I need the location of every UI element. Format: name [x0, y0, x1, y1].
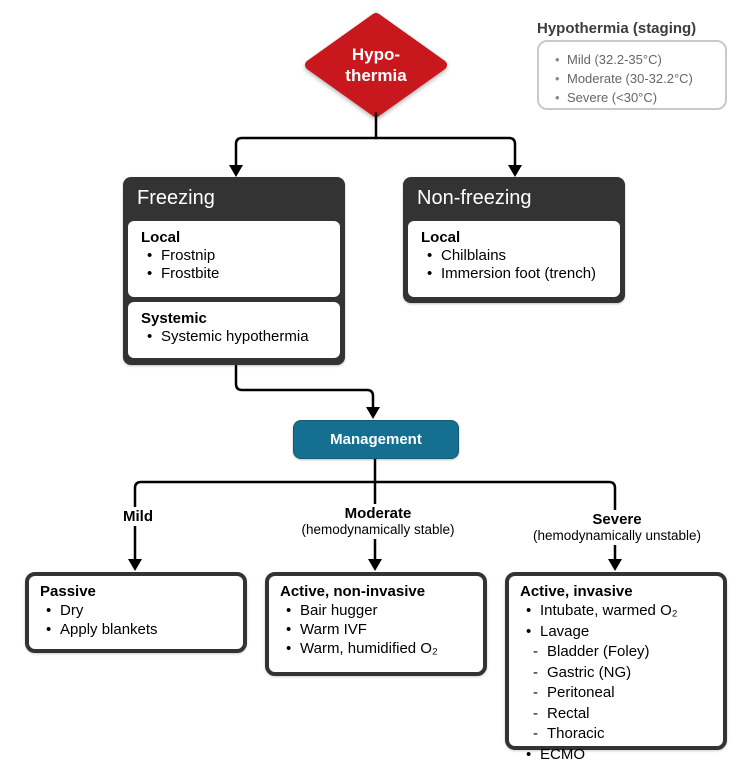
freezing-systemic-section: Systemic Systemic hypothermia — [128, 302, 340, 358]
list-item: Dry — [40, 601, 235, 620]
section-list: Dry Apply blankets — [40, 601, 235, 639]
hypothermia-label-line2: thermia — [345, 66, 407, 85]
section-list: Bair hugger Warm IVF Warm, humidified O₂ — [280, 601, 475, 658]
arrowheads — [128, 165, 622, 571]
legend-list: Mild (32.2-35°C) Moderate (30-32.2°C) Se… — [539, 42, 725, 107]
nonfreezing-local-section: Local Chilblains Immersion foot (trench) — [408, 221, 620, 297]
list-item: Frostnip — [141, 247, 332, 265]
section-heading: Local — [421, 229, 461, 246]
section-heading: Active, non-invasive — [280, 583, 426, 600]
management-node: Management — [293, 420, 459, 459]
branch-label-text: Moderate — [344, 505, 412, 522]
legend-item: Moderate (30-32.2°C) — [553, 69, 719, 88]
list-item: Apply blankets — [40, 620, 235, 639]
section-list: Systemic hypothermia — [141, 328, 332, 346]
section-heading: Systemic — [141, 310, 207, 327]
list-item: Thoracic — [520, 724, 715, 745]
section-heading: Active, invasive — [520, 583, 633, 600]
legend-item: Mild (32.2-35°C) — [553, 50, 719, 69]
list-item: Gastric (NG) — [520, 663, 715, 684]
section-list: Frostnip Frostbite — [141, 247, 332, 283]
list-item: Systemic hypothermia — [141, 328, 332, 346]
list-item: Chilblains — [421, 247, 612, 265]
section-list: Chilblains Immersion foot (trench) — [421, 247, 612, 283]
passive-box: Passive Dry Apply blankets — [25, 572, 247, 653]
branch-sublabel-text: (hemodynamically stable) — [301, 522, 455, 537]
freezing-box: Freezing Local Frostnip Frostbite System… — [123, 177, 345, 365]
branch-label-mild: Mild — [107, 507, 169, 526]
management-label: Management — [330, 431, 422, 448]
list-item: Warm IVF — [280, 620, 475, 639]
freezing-box-title: Freezing — [137, 187, 215, 209]
list-item: Bair hugger — [280, 601, 475, 620]
list-item: Rectal — [520, 704, 715, 725]
list-item: Bladder (Foley) — [520, 642, 715, 663]
list-item: Intubate, warmed O₂ — [520, 601, 715, 622]
branch-label-moderate: Moderate (hemodynamically stable) — [283, 504, 473, 539]
section-heading: Local — [141, 229, 181, 246]
list-item: Immersion foot (trench) — [421, 265, 612, 283]
list-item: Lavage — [520, 622, 715, 643]
section-heading: Passive — [40, 583, 96, 600]
active-noninvasive-box: Active, non-invasive Bair hugger Warm IV… — [265, 572, 487, 676]
list-item: Frostbite — [141, 265, 332, 283]
hypothermia-node-label: Hypo- thermia — [316, 44, 436, 86]
branch-label-text: Severe — [592, 511, 642, 528]
branch-sublabel-text: (hemodynamically unstable) — [532, 528, 702, 543]
legend-item: Severe (<30°C) — [553, 88, 719, 107]
list-item: Warm, humidified O₂ — [280, 639, 475, 658]
legend-title: Hypothermia (staging) — [537, 20, 697, 37]
nonfreezing-box: Non-freezing Local Chilblains Immersion … — [403, 177, 625, 303]
hypothermia-label-line1: Hypo- — [351, 45, 401, 64]
list-item: Peritoneal — [520, 683, 715, 704]
branch-label-text: Mild — [123, 508, 153, 525]
list-item: ECMO — [520, 745, 715, 766]
section-list: Intubate, warmed O₂ Lavage Bladder (Fole… — [520, 601, 715, 765]
branch-label-severe: Severe (hemodynamically unstable) — [517, 510, 717, 545]
active-invasive-box: Active, invasive Intubate, warmed O₂ Lav… — [505, 572, 727, 765]
nonfreezing-box-title: Non-freezing — [417, 187, 532, 209]
freezing-local-section: Local Frostnip Frostbite — [128, 221, 340, 297]
legend-box: Mild (32.2-35°C) Moderate (30-32.2°C) Se… — [537, 40, 727, 110]
